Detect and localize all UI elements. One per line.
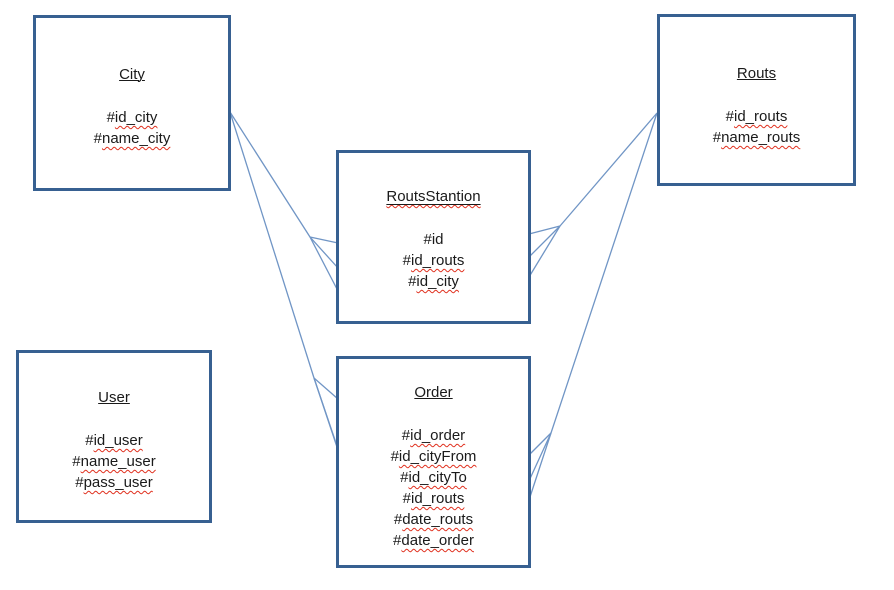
field-pass_user: #pass_user	[75, 474, 153, 491]
entity-title: RoutsStantion	[386, 188, 481, 205]
connector-main-line[interactable]	[229, 111, 311, 238]
entity-routsstantion[interactable]: RoutsStantion #id #id_routs #id_city	[336, 150, 531, 324]
field-id_routs: #id_routs	[725, 108, 788, 125]
connector-toe[interactable]	[527, 432, 552, 484]
connector-toe[interactable]	[309, 236, 339, 269]
connector-toe[interactable]	[528, 225, 561, 258]
entity-order[interactable]: Order #id_order #id_cityFrom #id_cityTo …	[336, 356, 531, 568]
field-id_order: #id_order	[401, 427, 466, 444]
field-id_cityFrom: #id_cityFrom	[390, 448, 477, 465]
entity-title: User	[98, 389, 130, 406]
entity-user[interactable]: User #id_user #name_user #pass_user	[16, 350, 212, 523]
connector-routs-routsstantion[interactable]	[528, 112, 658, 278]
field-id_cityTo: #id_cityTo	[400, 469, 467, 486]
entity-fields: #id_city #name_city	[36, 107, 228, 149]
connector-toe[interactable]	[313, 377, 339, 400]
connector-toe[interactable]	[528, 432, 552, 456]
entity-city[interactable]: City #id_city #name_city	[33, 15, 231, 191]
entity-title: City	[119, 66, 145, 83]
connector-toe[interactable]	[528, 225, 561, 235]
field-name_routs: #name_routs	[712, 129, 801, 146]
field-date_order: #date_order	[393, 532, 474, 549]
field-id_user: #id_user	[85, 432, 143, 449]
field-id_city: #id_city	[408, 273, 459, 290]
connector-toe[interactable]	[528, 225, 561, 278]
connector-routs-order[interactable]	[527, 112, 658, 501]
connector-main-line[interactable]	[229, 111, 315, 379]
connector-toe[interactable]	[528, 432, 552, 501]
entity-routs[interactable]: Routs #id_routs #name_routs	[657, 14, 856, 186]
entity-fields: #id_user #name_user #pass_user	[19, 430, 209, 493]
field-id: #id	[423, 231, 444, 248]
field-id_routs: #id_routs	[402, 490, 465, 507]
field-date_routs: #date_routs	[393, 511, 474, 528]
field-id_city: #id_city	[106, 109, 158, 126]
entity-title: Order	[414, 384, 453, 401]
entity-fields: #id_order #id_cityFrom #id_cityTo #id_ro…	[339, 425, 528, 551]
connector-toe[interactable]	[309, 236, 339, 292]
entity-fields: #id_routs #name_routs	[660, 106, 853, 148]
connector-main-line[interactable]	[550, 112, 658, 434]
connector-city-routsstantion[interactable]	[229, 111, 339, 292]
entity-fields: #id #id_routs #id_city	[339, 229, 528, 292]
field-name_city: #name_city	[93, 130, 171, 147]
entity-title: Routs	[736, 65, 777, 82]
connector-main-line[interactable]	[559, 112, 658, 227]
connector-toe[interactable]	[313, 377, 340, 454]
connector-city-order[interactable]	[229, 111, 340, 454]
connector-toe[interactable]	[309, 236, 339, 244]
field-id_routs: #id_routs	[402, 252, 465, 269]
field-name_user: #name_user	[72, 453, 156, 470]
